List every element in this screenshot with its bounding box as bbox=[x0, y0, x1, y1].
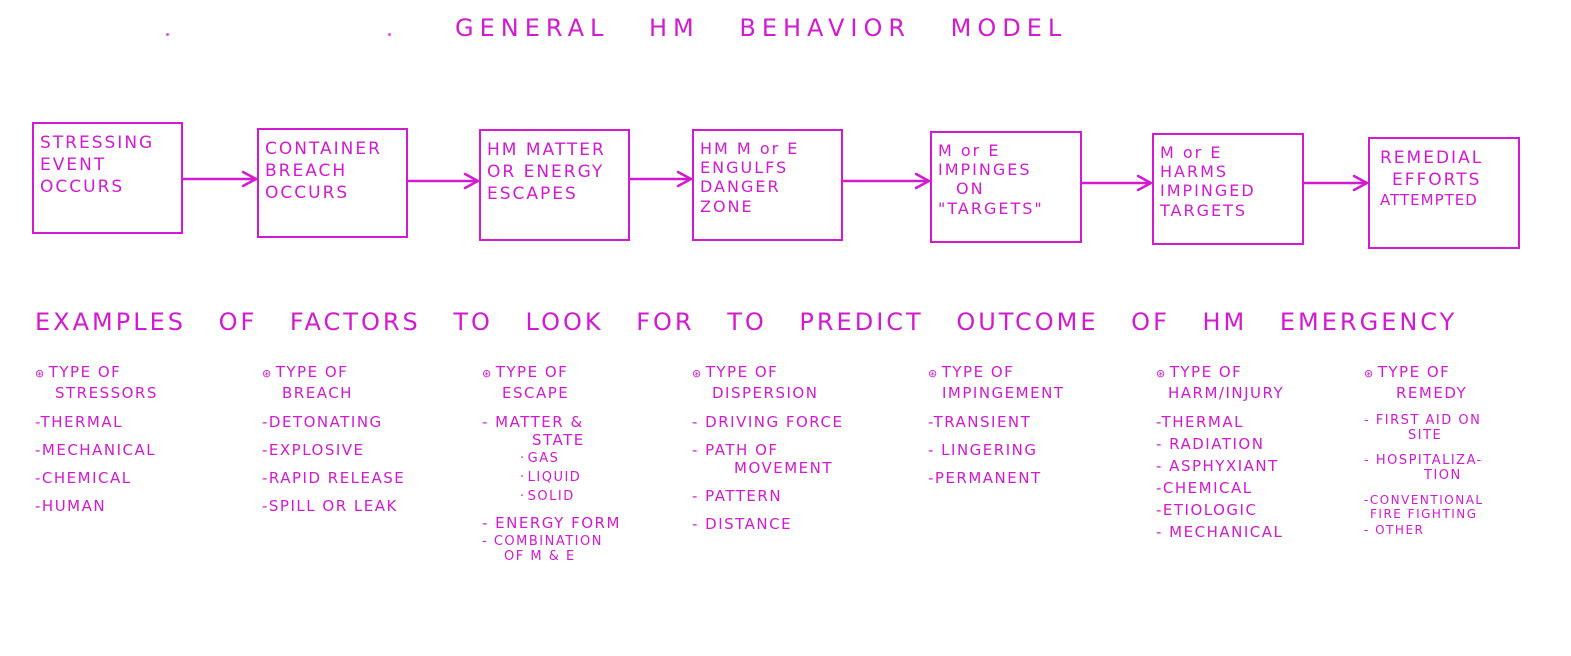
box-line: HM M or E bbox=[700, 139, 800, 158]
arrowhead bbox=[676, 170, 694, 188]
box-line: EVENT bbox=[40, 155, 107, 176]
factor-item: -CHEMICAL bbox=[35, 468, 132, 487]
factor-item: -EXPLOSIVE bbox=[262, 440, 365, 459]
factor-item: - HOSPITALIZA- TION bbox=[1364, 452, 1483, 483]
factor-item: -MECHANICAL bbox=[35, 440, 157, 459]
factor-item: -RAPID RELEASE bbox=[262, 468, 406, 487]
box-line: ZONE bbox=[700, 196, 754, 216]
factor-subitem: LIQUID bbox=[482, 470, 621, 485]
bullet-icon: ⊛ bbox=[692, 367, 703, 380]
factor-category: ⊛TYPE OF ESCAPE bbox=[482, 363, 570, 403]
factor-column-harm: ⊛TYPE OF HARM/INJURY -THERMAL - RADIATIO… bbox=[1156, 362, 1284, 545]
bullet-icon: ⊛ bbox=[35, 367, 46, 380]
box-line: ATTEMPTED bbox=[1380, 191, 1478, 210]
bullet-icon: ⊛ bbox=[482, 367, 493, 380]
factor-item: -TRANSIENT bbox=[928, 412, 1032, 431]
factor-column-remedy: ⊛TYPE OF REMEDY - FIRST AID ON SITE - HO… bbox=[1364, 362, 1484, 547]
box-line: OR ENERGY bbox=[487, 162, 605, 183]
factor-item: - ENERGY FORM bbox=[482, 513, 621, 532]
bullet-icon: ⊛ bbox=[262, 367, 273, 380]
factor-category: ⊛TYPE OF BREACH bbox=[262, 363, 353, 403]
factor-column-breach: ⊛TYPE OF BREACH -DETONATING -EXPLOSIVE -… bbox=[262, 362, 405, 525]
flow-box-harms-targets: M or E HARMS IMPINGED TARGETS bbox=[1152, 133, 1304, 245]
factor-category: ⊛TYPE OF DISPERSION bbox=[692, 363, 819, 403]
factor-item: - LINGERING bbox=[928, 440, 1038, 459]
flow-box-container-breach: CONTAINER BREACH OCCURS bbox=[257, 128, 408, 238]
factor-item: -HUMAN bbox=[35, 496, 107, 515]
box-line: BREACH bbox=[265, 161, 348, 182]
factor-item: -CONVENTIONAL FIRE FIGHTING bbox=[1364, 492, 1484, 521]
factor-subitem: GAS bbox=[482, 451, 621, 466]
stray-dot bbox=[388, 33, 391, 36]
factor-category: ⊛TYPE OF STRESSORS bbox=[35, 363, 158, 403]
box-line: ON bbox=[956, 179, 985, 199]
stray-dot bbox=[166, 33, 169, 36]
box-line: IMPINGES bbox=[938, 160, 1032, 180]
box-line: M or E bbox=[1160, 143, 1223, 162]
factor-item: -SPILL OR LEAK bbox=[262, 496, 398, 515]
flow-arrows bbox=[181, 170, 1370, 192]
box-line: HARMS bbox=[1160, 162, 1229, 182]
box-line: ENGULFS bbox=[700, 158, 789, 178]
factor-item: - DISTANCE bbox=[692, 514, 793, 533]
examples-heading: EXAMPLES OF FACTORS TO LOOK FOR TO PREDI… bbox=[35, 308, 1458, 336]
box-line: CONTAINER bbox=[265, 139, 382, 159]
factor-column-dispersion: ⊛TYPE OF DISPERSION - DRIVING FORCE - PA… bbox=[692, 362, 843, 543]
factor-item: - RADIATION bbox=[1156, 434, 1265, 453]
arrowhead bbox=[1136, 174, 1154, 192]
factor-item: -CHEMICAL bbox=[1156, 478, 1253, 497]
box-line: DANGER bbox=[700, 177, 781, 197]
arrowhead bbox=[463, 172, 481, 190]
arrowhead bbox=[914, 172, 932, 190]
factor-column-stressors: ⊛TYPE OF STRESSORS -THERMAL -MECHANICAL … bbox=[35, 362, 158, 525]
box-line: HM MATTER bbox=[487, 140, 606, 160]
factor-category: ⊛TYPE OF IMPINGEMENT bbox=[928, 363, 1065, 403]
arrowhead bbox=[1352, 174, 1370, 192]
factor-category: ⊛TYPE OF REMEDY bbox=[1364, 363, 1468, 403]
flow-box-impinges-targets: M or E IMPINGES ON "TARGETS" bbox=[930, 131, 1082, 243]
flow-box-engulfs-zone: HM M or E ENGULFS DANGER ZONE bbox=[692, 129, 843, 241]
factor-item: -THERMAL bbox=[35, 412, 123, 431]
factor-item: -DETONATING bbox=[262, 412, 383, 431]
box-line: "TARGETS" bbox=[938, 198, 1044, 218]
box-line: EFFORTS bbox=[1392, 170, 1482, 191]
box-line: REMEDIAL bbox=[1380, 148, 1484, 168]
flow-box-hm-escapes: HM MATTER OR ENERGY ESCAPES bbox=[479, 129, 630, 241]
factor-item: - PATTERN bbox=[692, 486, 783, 505]
box-line: ESCAPES bbox=[487, 184, 578, 205]
bullet-icon: ⊛ bbox=[1364, 367, 1375, 380]
factor-item: - PATH OF MOVEMENT bbox=[692, 440, 834, 477]
factor-category: ⊛TYPE OF HARM/INJURY bbox=[1156, 363, 1285, 403]
factor-item: -ETIOLOGIC bbox=[1156, 500, 1258, 519]
arrowhead bbox=[241, 170, 259, 188]
factor-item: -PERMANENT bbox=[928, 468, 1042, 487]
box-line: OCCURS bbox=[40, 177, 125, 198]
factor-column-impingement: ⊛TYPE OF IMPINGEMENT -TRANSIENT - LINGER… bbox=[928, 362, 1064, 497]
box-line: STRESSING bbox=[40, 133, 155, 153]
factor-item: - COMBINATION OF M & E bbox=[482, 533, 603, 564]
factor-column-escape: ⊛TYPE OF ESCAPE - MATTER & STATE GAS LIQ… bbox=[482, 362, 621, 574]
factor-subitem: SOLID bbox=[482, 489, 621, 504]
box-line: OCCURS bbox=[265, 183, 350, 204]
factor-item: -THERMAL bbox=[1156, 412, 1244, 431]
box-line: M or E bbox=[938, 141, 1001, 160]
bullet-icon: ⊛ bbox=[1156, 367, 1167, 380]
diagram-title: GENERAL HM BEHAVIOR MODEL bbox=[455, 14, 1068, 42]
factor-item: - FIRST AID ON SITE bbox=[1364, 412, 1482, 443]
factor-item: - OTHER bbox=[1364, 522, 1425, 537]
factor-item: - MATTER & STATE bbox=[482, 412, 585, 449]
flow-box-remedial-efforts: REMEDIAL EFFORTS ATTEMPTED bbox=[1368, 137, 1520, 249]
flow-box-stressing-event: STRESSING EVENT OCCURS bbox=[32, 122, 183, 234]
box-line: TARGETS bbox=[1160, 200, 1248, 220]
factor-item: - MECHANICAL bbox=[1156, 522, 1284, 541]
bullet-icon: ⊛ bbox=[928, 367, 939, 380]
factor-item: - ASPHYXIANT bbox=[1156, 456, 1279, 475]
factor-item: - DRIVING FORCE bbox=[692, 412, 844, 431]
box-line: IMPINGED bbox=[1160, 181, 1256, 201]
